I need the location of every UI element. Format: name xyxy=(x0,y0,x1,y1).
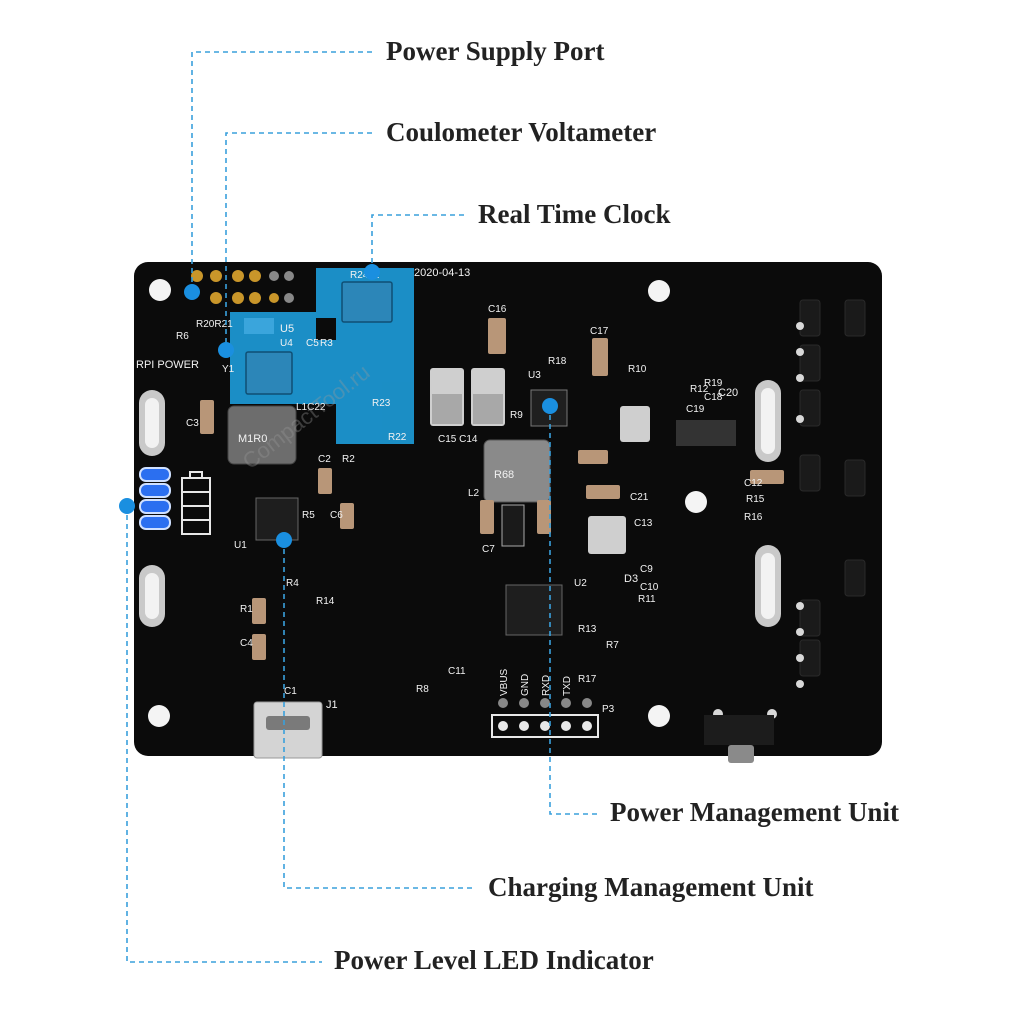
callout-line-led xyxy=(126,506,322,963)
silk-label: C20 xyxy=(718,387,738,399)
silk-label: R13 xyxy=(578,624,597,635)
label-power-supply-port: Power Supply Port xyxy=(386,36,605,66)
silk-label: R4 xyxy=(286,578,299,589)
silk-label: D3 xyxy=(624,573,638,585)
charging-chip xyxy=(255,497,299,541)
callout-line-rtc xyxy=(371,214,464,272)
silk-label: U3 xyxy=(528,370,541,381)
callout-lines xyxy=(126,51,598,963)
label-power-management-unit: Power Management Unit xyxy=(610,797,899,827)
label-charging-management-unit: Charging Management Unit xyxy=(488,872,814,902)
silk-label: C17 xyxy=(590,326,609,337)
silk-label: C19 xyxy=(686,404,705,415)
pin-label-vbus: VBUS xyxy=(499,668,510,696)
mounting-hole xyxy=(648,280,670,302)
silk-label: C9 xyxy=(640,564,653,575)
pin-label-txd: TXD xyxy=(562,676,573,696)
pcb-board: 2020-04-13 R2401 R20R21 R6 RPI POWER U5 … xyxy=(134,262,882,763)
silk-label: R1 xyxy=(240,604,253,615)
edge-connector xyxy=(799,299,866,677)
callout-dots xyxy=(119,264,558,548)
callout-dot xyxy=(276,532,292,548)
silk-label: J1 xyxy=(326,699,338,711)
silk-label: R5 xyxy=(302,510,315,521)
battery-icon xyxy=(181,471,211,535)
silk-label: R8 xyxy=(416,684,429,695)
silk-label: Y1 xyxy=(222,364,235,375)
capacitor xyxy=(588,516,626,554)
silk-label: C21 xyxy=(630,492,649,503)
silk-label: C11 xyxy=(448,666,466,677)
silk-label: C6 xyxy=(330,510,343,521)
silk-label: R11 xyxy=(638,594,656,605)
inductor-marking: M1R0 xyxy=(238,433,267,445)
silk-label: R14 xyxy=(316,596,335,607)
silk-label: C18 xyxy=(704,392,723,403)
silk-label: C10 xyxy=(640,582,659,593)
silk-label: C5 xyxy=(306,338,319,349)
callout-dot xyxy=(364,264,380,280)
label-power-level-led-indicator: Power Level LED Indicator xyxy=(334,945,654,975)
led-indicator xyxy=(139,467,171,530)
silk-label: C1 xyxy=(284,686,297,697)
inductor-l1 xyxy=(227,405,297,465)
silk-label: P3 xyxy=(602,704,615,715)
label-real-time-clock: Real Time Clock xyxy=(478,199,671,229)
silk-label: L2 xyxy=(468,488,480,499)
mounting-hole xyxy=(149,279,171,301)
silk-label: R12 xyxy=(690,384,709,395)
silk-label: C3 xyxy=(186,418,199,429)
silk-label: U4 xyxy=(280,338,293,349)
callout-dot xyxy=(542,398,558,414)
power-supply-port-pins xyxy=(191,270,294,304)
silk-label: C15 C14 xyxy=(438,434,478,445)
silk-label: C13 xyxy=(634,518,653,529)
label-coulometer-voltameter: Coulometer Voltameter xyxy=(386,117,657,147)
coulometer-chip xyxy=(245,351,293,395)
silk-label: C4 xyxy=(240,638,253,649)
silk-label: U5 xyxy=(280,323,294,335)
pin-label-gnd: GND xyxy=(520,674,531,696)
silk-label: U2 xyxy=(574,578,587,589)
silk-label: R23 xyxy=(372,398,391,409)
callout-dot xyxy=(218,342,234,358)
silk-label: R10 xyxy=(628,364,647,375)
callout-line-coulometer xyxy=(225,132,372,350)
inductor-marking: R68 xyxy=(494,469,514,481)
silk-label: R6 xyxy=(176,331,189,342)
callout-dot xyxy=(184,284,200,300)
silk-label: R2 xyxy=(342,454,355,465)
callout-dot xyxy=(119,498,135,514)
silk-label: C16 xyxy=(488,304,507,315)
silk-label: R9 xyxy=(510,410,523,421)
silk-label: C2 xyxy=(318,454,331,465)
silk-label: R20R21 xyxy=(196,319,233,330)
silk-label: R3 xyxy=(320,338,333,349)
callout-line-pmu xyxy=(549,406,598,815)
silk-label: R22 xyxy=(388,432,407,443)
mounting-hole xyxy=(648,705,670,727)
silk-label: RPI POWER xyxy=(136,359,199,371)
silk-label: R15 xyxy=(746,494,765,505)
silk-label: R16 xyxy=(744,512,763,523)
mounting-hole xyxy=(685,491,707,513)
rtc-chip xyxy=(341,281,393,323)
silk-label: R7 xyxy=(606,640,619,651)
u2-chip xyxy=(505,584,563,636)
smd-parts xyxy=(200,318,784,660)
pin-label-rxd: RXD xyxy=(541,675,552,696)
silk-label: R19 xyxy=(704,378,723,389)
silk-label: L1C22 xyxy=(296,402,326,413)
silk-label: U1 xyxy=(234,540,247,551)
mounting-hole xyxy=(148,705,170,727)
callout-line-power-supply xyxy=(191,51,372,292)
silk-label: C7 xyxy=(482,544,495,555)
capacitor xyxy=(620,406,650,442)
silk-label: R18 xyxy=(548,356,567,367)
date-code: 2020-04-13 xyxy=(414,267,470,279)
silk-label: R17 xyxy=(578,674,597,685)
silk-label: C12 xyxy=(744,478,763,489)
p3-header xyxy=(491,698,599,738)
